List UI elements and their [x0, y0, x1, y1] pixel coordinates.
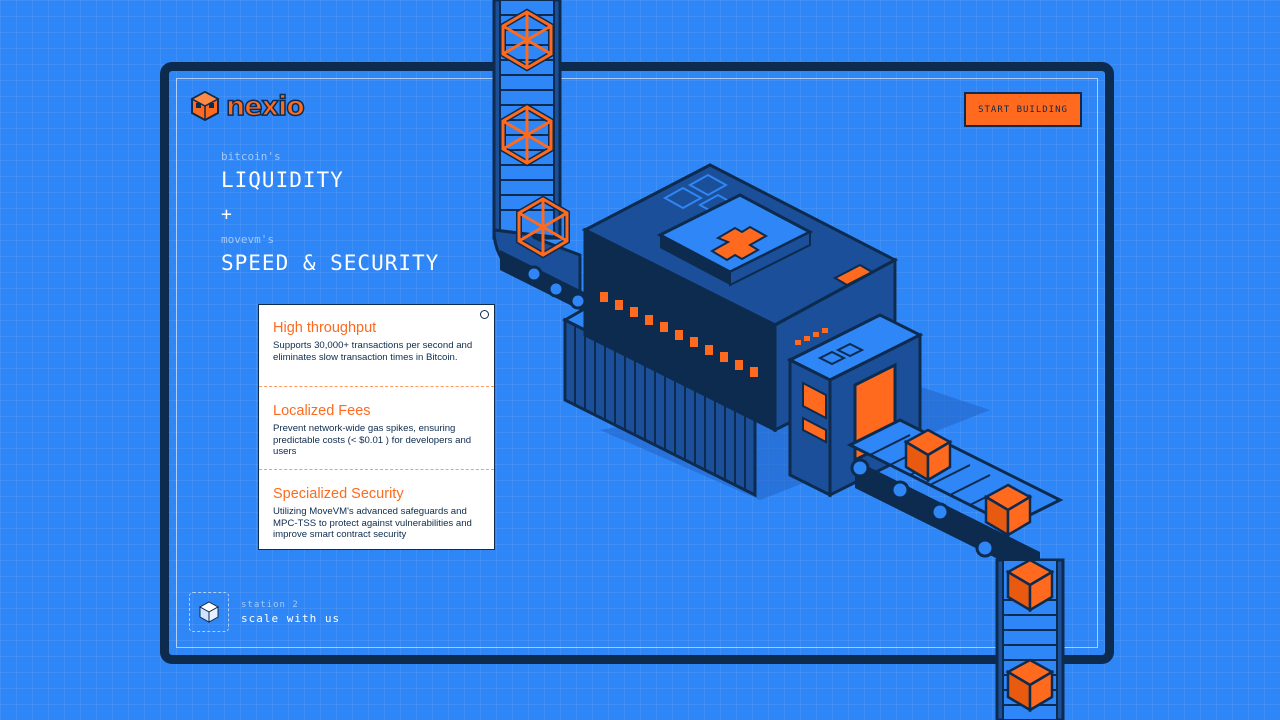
cube-icon: [198, 601, 220, 623]
feature-divider: [259, 469, 494, 470]
feature-title: High throughput: [273, 320, 377, 336]
hero-line2-small: movevm's: [221, 233, 274, 246]
station-indicator[interactable]: [189, 592, 229, 632]
brand-name: nexio: [225, 90, 305, 123]
hero-plus: +: [221, 204, 232, 225]
feature-description: Utilizing MoveVM's advanced safeguards a…: [273, 506, 472, 541]
feature-item: Specialized Security Utilizing MoveVM's …: [259, 486, 494, 541]
page-frame-inner: [176, 78, 1098, 648]
feature-item: High throughput Supports 30,000+ transac…: [259, 320, 494, 363]
feature-divider: [259, 386, 494, 387]
start-building-button[interactable]: START BUILDING: [964, 92, 1082, 127]
feature-title: Specialized Security: [273, 486, 404, 502]
feature-item: Localized Fees Prevent network-wide gas …: [259, 403, 494, 458]
station-label: station 2: [241, 600, 299, 610]
feature-description: Supports 30,000+ transactions per second…: [273, 340, 473, 363]
hero-line1-big: LIQUIDITY: [221, 168, 344, 192]
station-title: scale with us: [241, 612, 341, 625]
feature-title: Localized Fees: [273, 403, 371, 419]
nexio-logo-icon: [190, 90, 220, 122]
hero-line1-small: bitcoin's: [221, 150, 281, 163]
features-card: High throughput Supports 30,000+ transac…: [258, 304, 495, 550]
card-corner-dot-icon: [480, 310, 489, 319]
output-cubes: [903, 428, 1055, 713]
feature-description: Prevent network-wide gas spikes, ensurin…: [273, 423, 472, 458]
wireframe-cubes: [500, 8, 570, 259]
brand-logo[interactable]: nexio: [190, 90, 306, 123]
hero-line2-big: SPEED & SECURITY: [221, 251, 440, 275]
page-frame: [160, 62, 1114, 664]
